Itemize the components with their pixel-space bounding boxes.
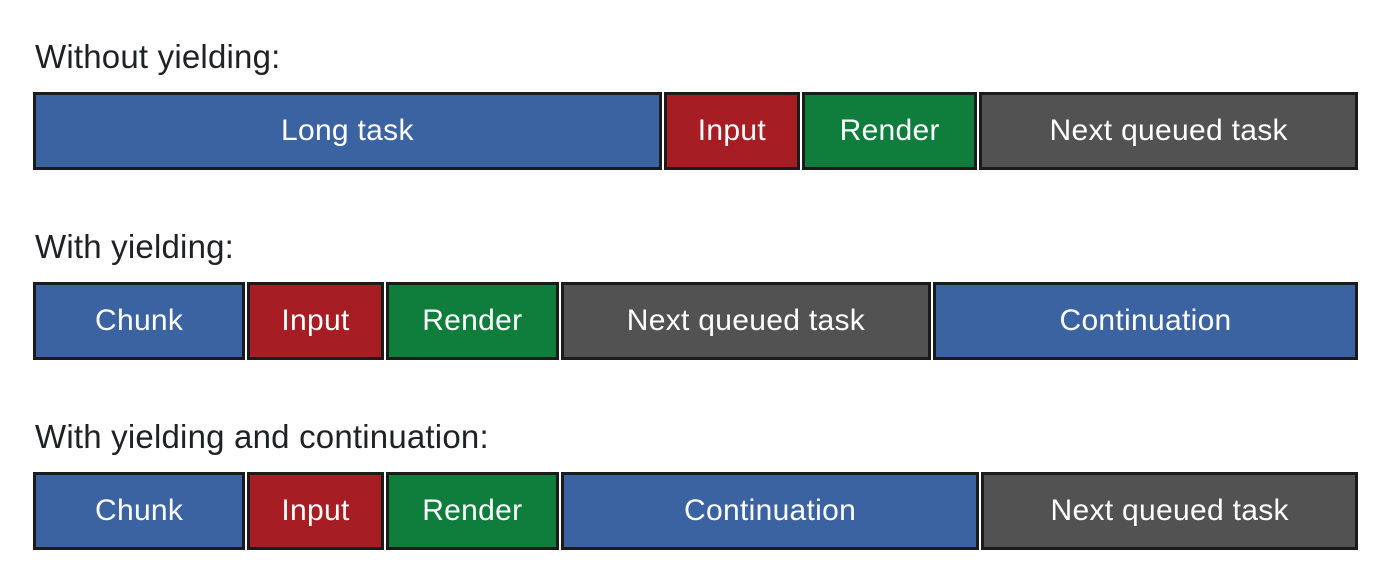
segment-render: Render	[385, 282, 559, 360]
section-heading: With yielding and continuation:	[35, 418, 489, 455]
segment-continuation: Continuation	[560, 472, 980, 550]
segment-chunk: Chunk	[33, 472, 246, 550]
segment-chunk: Chunk	[33, 282, 246, 360]
segment-next-queued-task: Next queued task	[981, 472, 1359, 550]
segment-next-queued-task: Next queued task	[560, 282, 932, 360]
segment-continuation: Continuation	[933, 282, 1359, 360]
segment-long-task: Long task	[33, 92, 662, 170]
segment-input: Input	[247, 472, 384, 550]
segment-next-queued-task: Next queued task	[979, 92, 1358, 170]
section-heading: Without yielding:	[35, 38, 281, 75]
segment-render: Render	[385, 472, 559, 550]
section-heading: With yielding:	[35, 228, 235, 265]
segment-input: Input	[247, 282, 384, 360]
segment-input: Input	[663, 92, 801, 170]
segment-render: Render	[802, 92, 978, 170]
